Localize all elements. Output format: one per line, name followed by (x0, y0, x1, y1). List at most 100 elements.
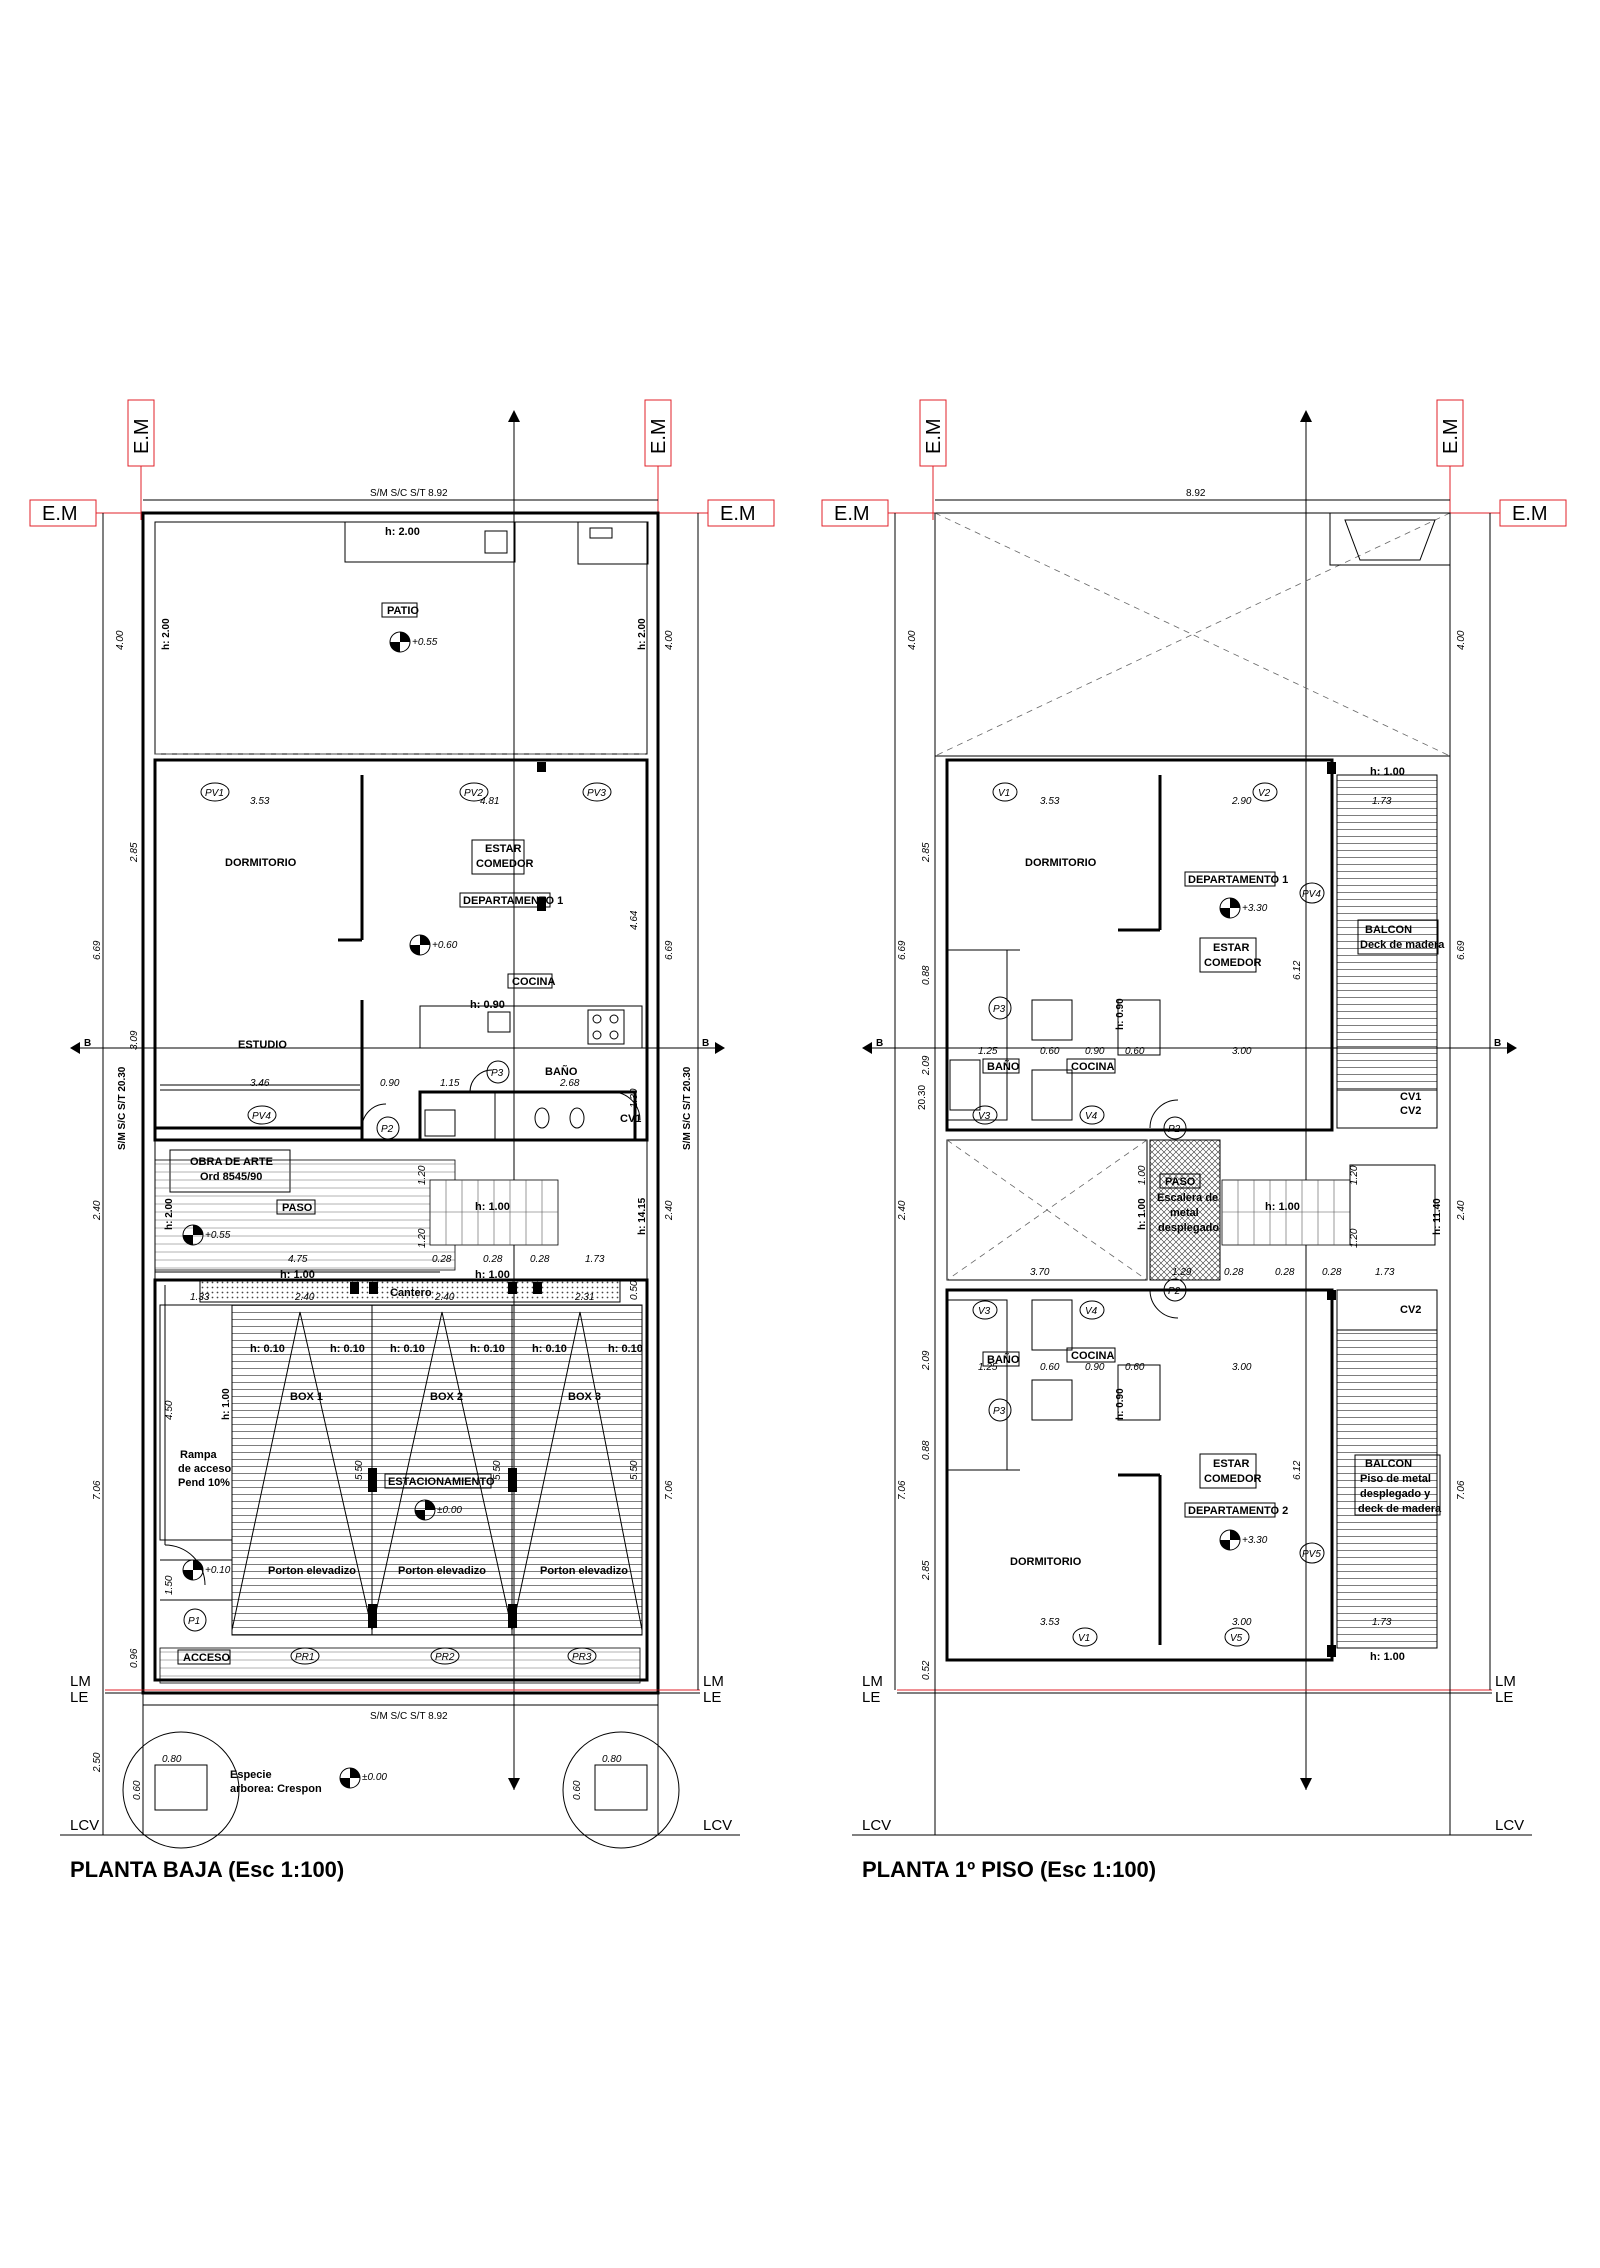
em-label: E.M (42, 503, 78, 525)
svg-text:3.09: 3.09 (129, 1030, 140, 1050)
svg-text:0.28: 0.28 (530, 1254, 550, 1265)
bathroom-walls (418, 1090, 637, 1142)
stove-icon (587, 1009, 625, 1045)
svg-text:2.85: 2.85 (921, 842, 932, 863)
svg-text:2.40: 2.40 (1456, 1200, 1467, 1221)
svg-text:5.50: 5.50 (492, 1460, 503, 1480)
opening-tags: PV1 PV2 PV3 PV4 P2 P3 CV1 P1 PR1 PR2 PR3 (183, 782, 641, 1665)
svg-text:2.40: 2.40 (897, 1200, 908, 1221)
department-1-walls (945, 758, 1334, 1132)
svg-text:2.40: 2.40 (294, 1292, 315, 1303)
svg-text:4.81: 4.81 (480, 796, 499, 807)
height-label: h: 1.00 (475, 1269, 510, 1281)
tree-species-label: Especie (230, 1769, 272, 1781)
room-estar: ESTAR (1213, 1458, 1250, 1470)
svg-text:3.00: 3.00 (1232, 1617, 1252, 1628)
north-arrow-icon (1300, 410, 1312, 422)
room-paso: PASO (1165, 1176, 1196, 1188)
room-departamento-2: DEPARTAMENTO 2 (1188, 1505, 1288, 1517)
level-marker-icon (182, 1559, 204, 1581)
level-value: +0.55 (205, 1230, 231, 1241)
svg-text:1.20: 1.20 (1349, 1228, 1360, 1248)
svg-text:3.46: 3.46 (250, 1078, 270, 1089)
svg-text:4.75: 4.75 (288, 1254, 308, 1265)
svg-text:0.90: 0.90 (380, 1078, 400, 1089)
bathroom-block (946, 1299, 1008, 1471)
em-label: E.M (834, 503, 870, 525)
svg-text:6.12: 6.12 (1292, 1460, 1303, 1480)
level-marker-icon (182, 1224, 204, 1246)
level-marker-icon (339, 1767, 361, 1789)
height-label: h: 0.10 (390, 1343, 425, 1355)
tree-planter-right (562, 1731, 680, 1849)
em-label: E.M (720, 503, 756, 525)
svg-text:0.80: 0.80 (602, 1754, 622, 1765)
tree-planter-left (122, 1731, 240, 1849)
svg-text:1.33: 1.33 (190, 1292, 210, 1303)
room-departamento-1: DEPARTAMENTO 1 (463, 895, 563, 907)
le-label: LE (862, 1689, 880, 1706)
em-marker-right: E.M (658, 499, 775, 527)
tag-pr3: PR3 (572, 1652, 592, 1663)
height-label: h: 2.00 (161, 618, 172, 650)
svg-text:3.00: 3.00 (1232, 1046, 1252, 1057)
ramp-paso (154, 1159, 456, 1271)
tag-v2: V2 (1258, 788, 1271, 799)
kitchen-counter (419, 1005, 643, 1049)
paso-void (946, 1139, 1148, 1281)
svg-text:3.70: 3.70 (1030, 1267, 1050, 1278)
svg-text:0.88: 0.88 (921, 1440, 932, 1460)
svg-text:1.20: 1.20 (417, 1165, 428, 1185)
tag-pv2: PV2 (464, 788, 483, 799)
svg-text:0.28: 0.28 (1275, 1267, 1295, 1278)
garage-door-1: Porton elevadizo (268, 1565, 356, 1577)
svg-text:0.60: 0.60 (132, 1780, 143, 1800)
sink-icon (487, 1011, 511, 1033)
level-value: +3.30 (1242, 1535, 1268, 1546)
svg-text:1.29: 1.29 (1172, 1267, 1192, 1278)
tag-pv1: PV1 (205, 788, 224, 799)
first-floor-plan: E.M E.M E.M E.M B B (821, 399, 1567, 1882)
tag-pv4: PV4 (252, 1111, 271, 1122)
level-marker-icon (1219, 1529, 1241, 1551)
svg-text:0.52: 0.52 (921, 1660, 932, 1680)
em-label: E.M (1440, 418, 1462, 454)
height-label: h: 2.00 (164, 1198, 175, 1230)
svg-text:1.30: 1.30 (629, 1088, 640, 1108)
room-bano: BAÑO (545, 1065, 578, 1078)
lm-label: LM (1495, 1673, 1516, 1690)
stair-note: desplegado (1158, 1222, 1219, 1234)
height-label: h: 0.10 (330, 1343, 365, 1355)
lcv-label: LCV (703, 1817, 732, 1834)
tag-pv4: PV4 (1302, 889, 1321, 900)
room-comedor: COMEDOR (1204, 957, 1262, 969)
room-paso: PASO (282, 1202, 313, 1214)
em-marker-left: E.M (821, 499, 935, 527)
height-label: h: 2.00 (637, 618, 648, 650)
ramp-slope: Pend 10% (178, 1477, 230, 1489)
level-value: +0.60 (432, 940, 458, 951)
room-dormitorio: DORMITORIO (225, 857, 297, 869)
lot-width-bottom: S/M S/C S/T 8.92 (370, 1711, 448, 1722)
garage-door-2: Porton elevadizo (398, 1565, 486, 1577)
lm-label: LM (862, 1673, 883, 1690)
tag-pr2: PR2 (435, 1652, 455, 1663)
room-bano: BAÑO (987, 1060, 1020, 1073)
tag-v3: V3 (978, 1306, 991, 1317)
room-patio: PATIO (387, 605, 419, 617)
tag-v3: V3 (978, 1111, 991, 1122)
height-label: h: 0.90 (470, 999, 505, 1011)
sink-icon (484, 530, 508, 554)
height-label: h: 14.15 (637, 1197, 648, 1235)
ground-floor-title: PLANTA BAJA (Esc 1:100) (70, 1857, 344, 1882)
height-label: h: 11.40 (1432, 1198, 1443, 1235)
balcon-material: desplegado y (1360, 1488, 1431, 1500)
svg-text:6.12: 6.12 (1292, 960, 1303, 980)
svg-text:0.28: 0.28 (432, 1254, 452, 1265)
svg-text:3.53: 3.53 (1040, 796, 1060, 807)
first-dimensions: 4.00 4.00 2.85 6.69 6.69 0.88 2.09 2.40 … (897, 630, 1467, 1680)
le-label: LE (1495, 1689, 1513, 1706)
balcon-material: Deck de madera (1360, 939, 1445, 951)
svg-text:4.00: 4.00 (907, 630, 918, 650)
